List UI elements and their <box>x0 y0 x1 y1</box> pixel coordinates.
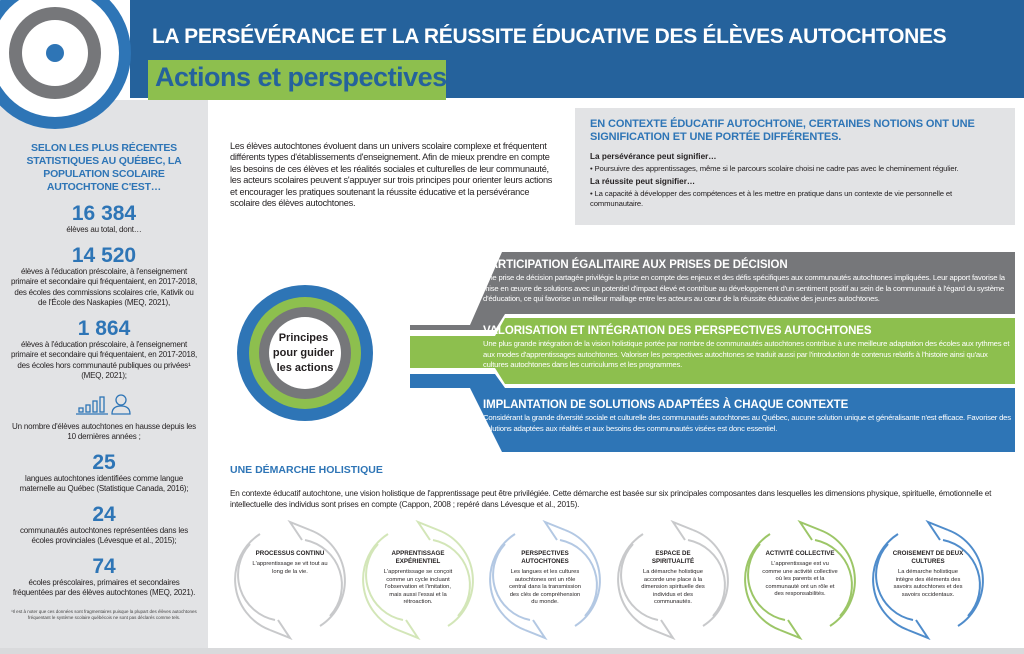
component-title: CROISEMENT DE DEUX CULTURES <box>892 550 964 565</box>
bottom-border <box>0 648 1024 654</box>
holistic-component: APPRENTISSAGE EXPÉRIENTIEL L'apprentissa… <box>358 520 478 640</box>
stat-text: élèves à l'éducation préscolaire, à l'en… <box>10 266 198 308</box>
component-text: Les langues et les cultures autochtones … <box>509 569 581 606</box>
component-text: L'apprentissage est vu comme une activit… <box>762 561 838 598</box>
center-label-line: Principes <box>279 332 329 344</box>
reussite-label: La réussite peut signifier… <box>590 177 696 186</box>
component-text: L'apprentissage se conçoit comme un cycl… <box>383 569 453 606</box>
principle-title: IMPLANTATION DE SOLUTIONS ADAPTÉES À CHA… <box>483 399 849 411</box>
center-label-line: pour guider <box>273 347 335 359</box>
stat-text: communautés autochtones représentées dan… <box>20 525 188 546</box>
stat-number: 74 <box>92 554 116 578</box>
component-title: ESPACE DE SPIRITUALITÉ <box>651 550 695 565</box>
principle-participation: PARTICIPATION ÉGALITAIRE AUX PRISES DE D… <box>483 259 1013 305</box>
statistics-sidebar: SELON LES PLUS RÉCENTES STATISTIQUES AU … <box>0 100 208 654</box>
cycle-arrows-icon <box>234 520 346 640</box>
stat-text: élèves à l'éducation préscolaire, à l'en… <box>10 339 198 381</box>
principle-band-green <box>410 318 1015 384</box>
stat-text: élèves au total, dont… <box>66 225 142 234</box>
stat-number: 16 384 <box>71 202 137 225</box>
cycle-arrows-icon <box>362 520 474 640</box>
stat-number: 24 <box>92 502 116 526</box>
page-subtitle: Actions et perspectives <box>155 62 447 92</box>
principles-diagram: Principes pour guider les actions <box>237 252 1015 452</box>
component-title: ACTIVITÉ COLLECTIVE <box>765 550 835 557</box>
stat-number: 25 <box>92 450 116 474</box>
principle-title: PARTICIPATION ÉGALITAIRE AUX PRISES DE D… <box>483 259 788 271</box>
cycle-arrows-icon <box>489 520 601 640</box>
subtitle-band <box>148 60 446 100</box>
sidebar-heading: SELON LES PLUS RÉCENTES STATISTIQUES AU … <box>26 142 182 193</box>
intro-paragraph: Les élèves autochtones évoluent dans un … <box>230 141 553 209</box>
cycle-arrows-icon <box>872 520 984 640</box>
component-text: La démarche holistique intègre des éléme… <box>893 569 963 598</box>
component-text: L'apprentissage se vit tout au long de l… <box>252 561 328 575</box>
holistic-component: ESPACE DE SPIRITUALITÉ La démarche holis… <box>613 520 733 640</box>
center-label-line: les actions <box>277 362 334 374</box>
principle-title: VALORISATION ET INTÉGRATION DES PERSPECT… <box>483 325 872 337</box>
holistic-text: En contexte éducatif autochtone, une vis… <box>230 489 992 509</box>
footnote: ¹Il est à noter que ces données sont fra… <box>11 608 197 620</box>
target-logo <box>0 0 131 129</box>
principle-band-gray <box>410 252 1015 330</box>
perseverance-item: • Poursuivre des apprentissages, même si… <box>590 164 959 173</box>
principle-text: Une prise de décision partagée privilégi… <box>483 273 1005 303</box>
notions-box: EN CONTEXTE ÉDUCATIF AUTOCHTONE, CERTAIN… <box>575 108 1015 225</box>
component-text: La démarche holistique accorde une place… <box>641 569 705 606</box>
perseverance-label: La persévérance peut signifier… <box>590 152 717 161</box>
stat-text: langues autochtones identifiées comme la… <box>19 473 189 494</box>
principle-valorisation: VALORISATION ET INTÉGRATION DES PERSPECT… <box>483 325 1013 371</box>
holistic-component: ACTIVITÉ COLLECTIVE L'apprentissage est … <box>740 520 860 640</box>
svg-text:Principes pour guider: Principes pour guider les actions <box>273 332 337 374</box>
reussite-item: • La capacité à développer des compétenc… <box>590 189 952 208</box>
principle-text: Une plus grande intégration de la vision… <box>483 339 1010 369</box>
stat-text: écoles préscolaires, primaires et second… <box>12 577 196 598</box>
cycle-arrows-icon <box>617 520 729 640</box>
stat-number: 14 520 <box>71 243 137 267</box>
component-title: PERSPECTIVES AUTOCHTONES <box>521 550 569 565</box>
component-title: APPRENTISSAGE EXPÉRIENTIEL <box>391 550 445 565</box>
notions-heading: EN CONTEXTE ÉDUCATIF AUTOCHTONE, CERTAIN… <box>590 118 975 143</box>
holistic-component: PROCESSUS CONTINU L'apprentissage se vit… <box>230 520 350 640</box>
holistic-component: CROISEMENT DE DEUX CULTURES La démarche … <box>868 520 988 640</box>
principle-text: Considérant la grande diversité sociale … <box>483 413 1011 433</box>
principle-band-blue <box>410 374 1015 452</box>
holistic-component: PERSPECTIVES AUTOCHTONES Les langues et … <box>485 520 605 640</box>
stat-number: 1 864 <box>77 316 131 340</box>
cycle-arrows-icon <box>744 520 856 640</box>
bar-chart-person-icon <box>10 392 198 416</box>
page-title: LA PERSÉVÉRANCE ET LA RÉUSSITE ÉDUCATIVE… <box>152 25 947 48</box>
holistic-title: UNE DÉMARCHE HOLISTIQUE <box>230 464 383 476</box>
component-title: PROCESSUS CONTINU <box>255 550 325 557</box>
growth-text: Un nombre d'élèves autochtones en hausse… <box>12 421 196 442</box>
principle-implantation: IMPLANTATION DE SOLUTIONS ADAPTÉES À CHA… <box>483 399 1013 434</box>
